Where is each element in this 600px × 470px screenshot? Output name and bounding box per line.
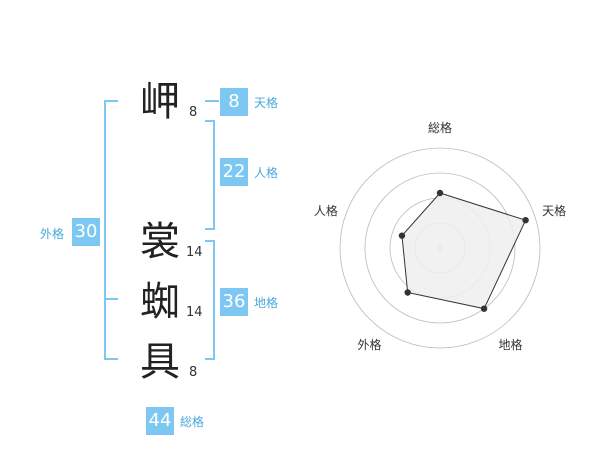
jinkaku-label: 人格 — [254, 166, 279, 180]
tenkaku-value: 8 — [220, 88, 248, 116]
tenkaku-bracket — [205, 100, 219, 102]
radar-value-polygon — [401, 192, 527, 310]
radar-point-4 — [404, 289, 411, 296]
stroke-count-3: 14 — [186, 305, 203, 320]
chikaku-label: 地格 — [254, 296, 279, 310]
tenkaku-label: 天格 — [254, 96, 279, 110]
soukaku-label: 総格 — [180, 415, 205, 429]
name-char-4: 具 — [140, 339, 180, 385]
radar-point-5 — [398, 232, 406, 239]
name-char-1: 岬 — [140, 79, 180, 125]
radar-axis-label-4: 外格 — [357, 337, 381, 352]
radar-ring-4 — [339, 147, 541, 349]
gaikaku-bracket-bottom — [104, 358, 118, 360]
chikaku-bracket-vertical — [213, 240, 215, 360]
radar-point-3 — [480, 305, 488, 312]
radar-axis-label-3: 地格 — [499, 337, 523, 352]
gaikaku-bracket-mid — [104, 298, 118, 300]
stroke-count-1: 8 — [189, 105, 198, 120]
stroke-count-2: 14 — [186, 245, 203, 260]
radar-axis-label-5: 人格 — [314, 203, 338, 218]
chikaku-bracket-top — [205, 240, 215, 242]
jinkaku-bracket-top — [205, 120, 215, 122]
gaikaku-value: 30 — [72, 218, 100, 246]
gaikaku-label: 外格 — [40, 227, 65, 241]
gaikaku-bracket-vertical — [104, 100, 106, 360]
radar-point-2 — [522, 216, 529, 224]
radar-axis-label-2: 天格 — [542, 203, 566, 218]
stroke-count-4: 8 — [189, 365, 198, 380]
jinkaku-value: 22 — [220, 158, 248, 186]
jinkaku-bracket-bottom — [205, 228, 215, 230]
soukaku-value: 44 — [146, 407, 174, 435]
name-char-3: 蜘 — [140, 279, 180, 325]
chikaku-bracket-bottom — [205, 358, 215, 360]
radar-point-1 — [436, 189, 444, 197]
radar-axis-label-1: 総格 — [428, 120, 452, 135]
jinkaku-bracket-vertical — [213, 120, 215, 230]
gaikaku-bracket-top — [104, 100, 118, 102]
name-char-2: 裳 — [140, 219, 180, 265]
chikaku-value: 36 — [220, 288, 248, 316]
radar-ring-3 — [364, 172, 516, 324]
